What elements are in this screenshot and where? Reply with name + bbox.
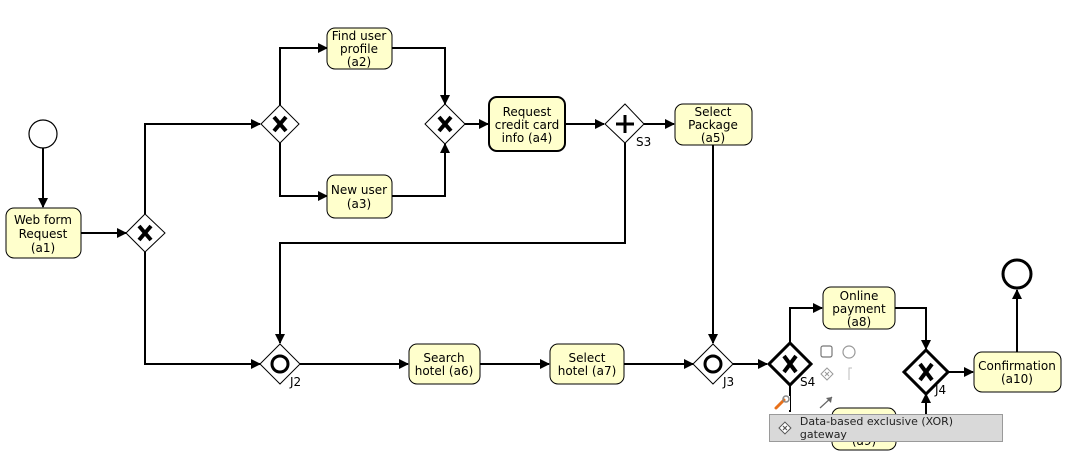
gateway-label-j3: J3 — [722, 375, 734, 389]
x-marker-icon — [437, 115, 453, 133]
task-shape-icon[interactable] — [820, 345, 833, 358]
task-a4-line1: Request — [503, 105, 552, 119]
task-a4-line3: info (a4) — [502, 131, 553, 145]
xor-gateway-x1[interactable] — [125, 213, 166, 253]
xor-gateway-x2[interactable] — [260, 104, 300, 144]
context-palette — [774, 345, 856, 410]
flow-x2-a3[interactable] — [279, 143, 328, 201]
flow-x1-j2[interactable] — [144, 252, 261, 369]
task-a10-line1: Confirmation — [978, 359, 1056, 373]
task-a8-line2: payment — [832, 302, 886, 316]
x-marker-icon — [137, 224, 153, 242]
xor-gateway-x3[interactable] — [424, 103, 466, 145]
task-a1-line2: Request — [19, 227, 68, 241]
x-marker-icon — [272, 115, 288, 133]
task-a3-line2: (a3) — [347, 197, 371, 211]
end-event[interactable] — [1001, 258, 1033, 290]
flow-s4-a8[interactable] — [789, 303, 823, 344]
gateway-tooltip: Data-based exclusive (XOR) gateway — [769, 414, 1003, 442]
flow-a8-j4[interactable] — [895, 307, 931, 350]
circle-marker-icon — [703, 354, 723, 374]
task-a1-line1: Web form — [14, 213, 72, 227]
flow-x2-a2[interactable] — [279, 43, 328, 105]
start-event[interactable] — [28, 119, 58, 149]
connect-arrow-icon[interactable] — [819, 396, 833, 409]
event-shape-icon[interactable] — [842, 345, 856, 359]
task-a7-line2: hotel (a7) — [558, 364, 617, 378]
sequence-flows — [38, 43, 1022, 414]
annotation-shape-icon[interactable] — [848, 367, 852, 380]
gateway-label-j4: J4 — [934, 383, 946, 397]
gateway-label-s3: S3 — [636, 135, 651, 149]
plus-marker-icon — [616, 115, 634, 133]
xor-gateway-icon — [778, 421, 792, 435]
gateway-shape-icon[interactable] — [820, 367, 834, 381]
gateway-label-j2: J2 — [289, 375, 301, 389]
or-gateway-j2[interactable]: J2 — [259, 343, 301, 389]
task-a10-line2: (a10) — [1001, 372, 1033, 386]
task-a2-line2: profile — [340, 42, 378, 56]
task-a4-line2: credit card — [495, 118, 559, 132]
or-gateway-j3[interactable]: J3 — [692, 343, 734, 389]
task-a6-line1: Search — [423, 351, 464, 365]
task-a2-line1: Find user — [332, 29, 387, 43]
task-a8-line3: (a8) — [847, 315, 871, 329]
circle-marker-icon — [270, 354, 290, 374]
tooltip-text: Data-based exclusive (XOR) gateway — [799, 415, 954, 441]
svg-text:New user(a3): New user(a3) — [331, 183, 387, 211]
properties-wrench-icon[interactable] — [774, 395, 790, 410]
task-a3[interactable]: New user(a3) — [326, 174, 393, 219]
task-a3-line1: New user — [331, 183, 387, 197]
task-a7-line1: Select — [568, 351, 605, 365]
gateway-label-s4: S4 — [800, 375, 815, 389]
task-a6-line2: hotel (a6) — [415, 364, 474, 378]
flow-s3-j2[interactable] — [275, 143, 626, 344]
task-a5-line2: Package — [688, 118, 738, 132]
parallel-gateway-s3[interactable]: S3 — [604, 103, 651, 149]
svg-text:Confirmation(a10): Confirmation(a10) — [978, 359, 1056, 386]
flow-x1-x2[interactable] — [144, 119, 261, 214]
flow-a2-x3[interactable] — [392, 47, 450, 105]
xor-gateway-j4[interactable]: J4 — [901, 347, 951, 397]
xor-gateway-s4[interactable]: S4 — [766, 340, 815, 389]
x-marker-icon — [918, 362, 934, 382]
task-a1-line3: (a1) — [31, 241, 55, 255]
flow-a3-x3[interactable] — [392, 143, 450, 197]
x-marker-icon — [782, 354, 798, 374]
task-a10[interactable]: Confirmation(a10) — [973, 351, 1062, 393]
task-a2-line3: (a2) — [347, 55, 371, 69]
task-a8-line1: Online — [840, 289, 879, 303]
task-a5-line1: Select — [694, 105, 731, 119]
task-a5-line3: (a5) — [701, 131, 725, 145]
